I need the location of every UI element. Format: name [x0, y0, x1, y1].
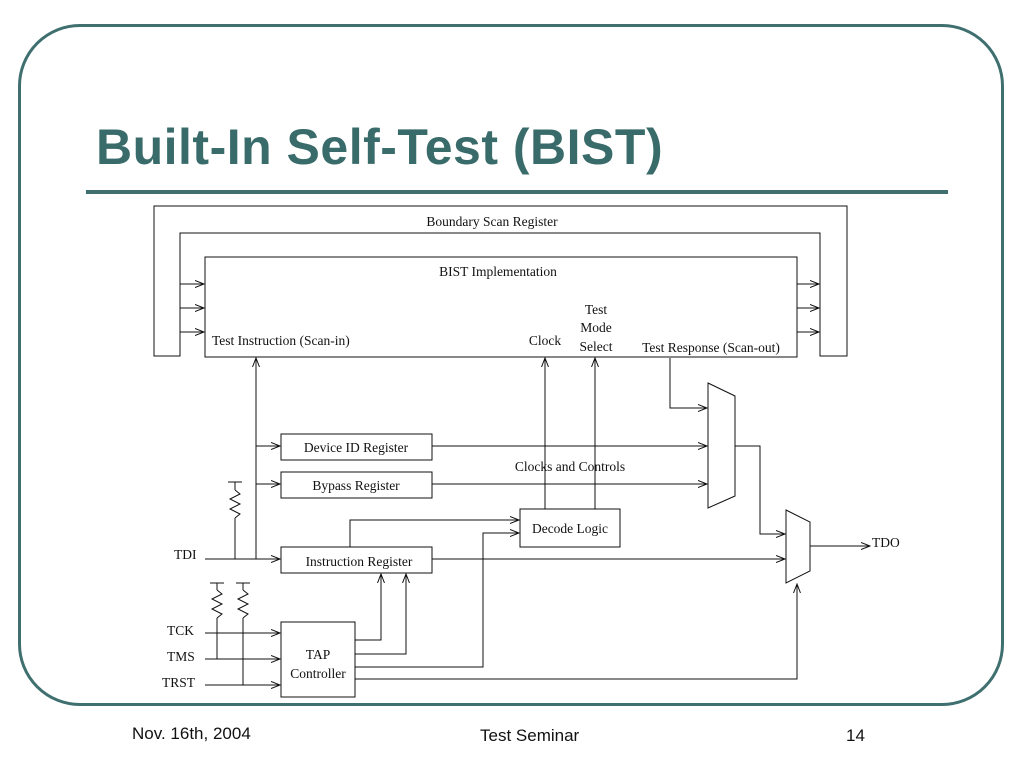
title-rule: [86, 190, 948, 194]
boundary-scan-label: Boundary Scan Register: [426, 214, 558, 229]
slide-title: Built-In Self-Test (BIST): [96, 119, 664, 175]
tdi-label: TDI: [174, 547, 197, 562]
bist-implementation-block: [204, 256, 798, 358]
tck-label: TCK: [167, 623, 194, 638]
tap-label-line1: TAP: [306, 647, 330, 662]
test-response-label: Test Response (Scan-out): [642, 340, 780, 355]
bypass-register: [280, 471, 433, 499]
device-id-register: [280, 433, 433, 461]
mux-2: [785, 509, 811, 584]
decode-logic-label: Decode Logic: [532, 521, 608, 536]
tms-label-line3: Select: [580, 339, 613, 354]
tms-label-line1: Test: [585, 302, 608, 317]
page-number: 14: [846, 726, 865, 745]
device-id-label: Device ID Register: [304, 440, 409, 455]
tap-label-line2: Controller: [290, 666, 346, 681]
test-instruction-label: Test Instruction (Scan-in): [212, 333, 350, 348]
clocks-controls-label: Clocks and Controls: [515, 459, 625, 474]
boundary-scan-register: [153, 205, 848, 357]
tdo-label: TDO: [872, 535, 900, 550]
mux-1: [707, 382, 736, 509]
bypass-label: Bypass Register: [312, 478, 400, 493]
tms-label-line2: Mode: [580, 320, 612, 335]
slide-frame: [18, 24, 1004, 706]
clock-label: Clock: [529, 333, 561, 348]
tap-controller-block: [280, 621, 356, 698]
instruction-register: [280, 546, 433, 574]
bist-implementation-label: BIST Implementation: [439, 264, 557, 279]
instruction-register-label: Instruction Register: [306, 554, 413, 569]
footer-title: Test Seminar: [480, 726, 580, 745]
trst-label: TRST: [162, 675, 196, 690]
tms-pin-label: TMS: [167, 649, 195, 664]
decode-logic-block: [519, 508, 621, 548]
footer-date: Nov. 16th, 2004: [132, 724, 251, 743]
